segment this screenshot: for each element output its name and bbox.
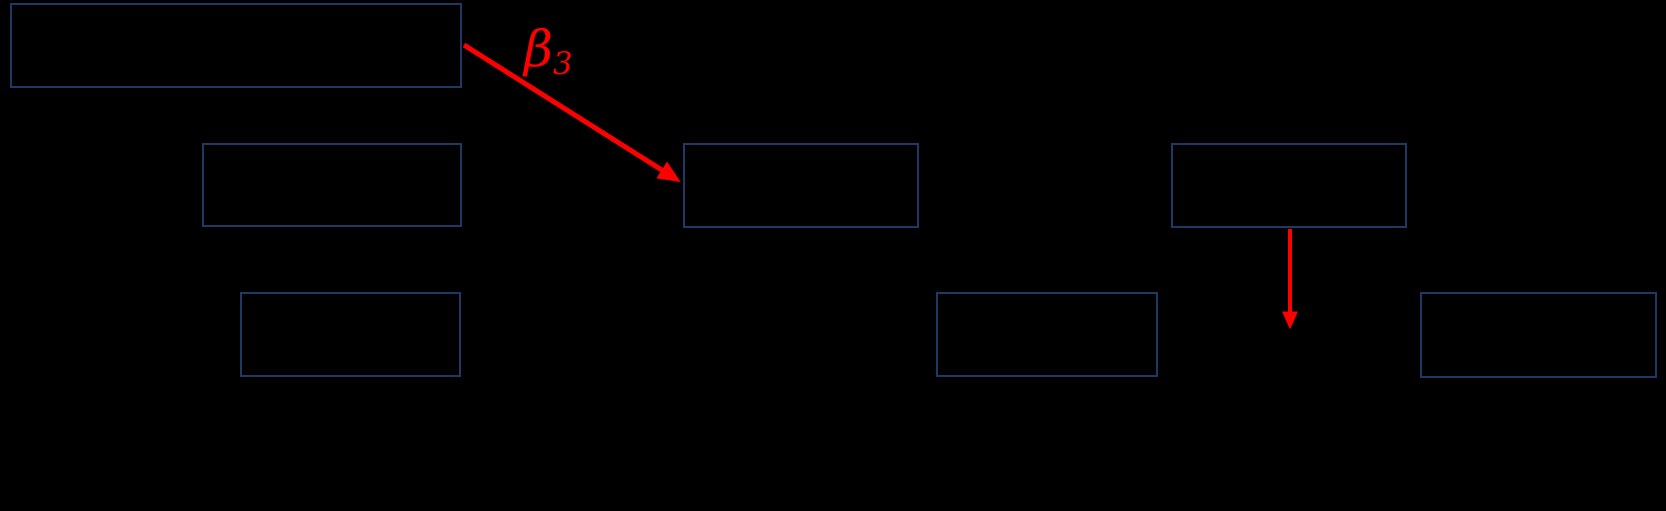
node-row2-right <box>1171 143 1407 228</box>
beta3-annotation-base: β <box>524 20 553 78</box>
node-row2-left <box>202 143 462 227</box>
beta3-annotation-sub: 3 <box>552 45 573 82</box>
node-row3-right <box>1420 292 1657 378</box>
node-row3-center <box>936 292 1158 377</box>
node-top-left <box>10 3 462 88</box>
node-row3-left <box>240 292 461 377</box>
node-row2-center <box>683 143 919 228</box>
beta3-annotation: β3 <box>524 20 573 80</box>
